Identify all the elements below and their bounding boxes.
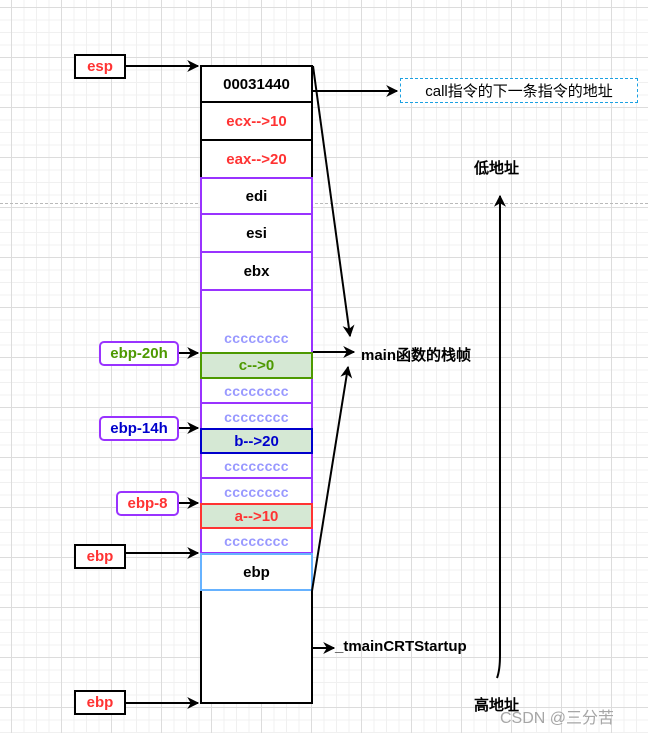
cell-text: 00031440 — [223, 75, 290, 93]
cell-text: ebx — [243, 262, 270, 280]
pointer-text: ebp — [86, 548, 114, 565]
frame-top-arrow — [312, 65, 355, 338]
stack-cell-caller-frame — [200, 589, 313, 704]
main-frame-label: main函数的栈帧 — [361, 347, 472, 364]
esp-pointer: esp — [74, 54, 126, 79]
cell-text: esi — [246, 224, 267, 242]
stack-cell-var-b: b-->20 — [200, 428, 313, 454]
pointer-text: ebp-14h — [110, 420, 168, 437]
stack-cell-var-c: c-->0 — [200, 352, 313, 379]
offset-ebp-14h: ebp-14h — [99, 416, 179, 441]
pointer-text: ebp-8 — [127, 495, 168, 512]
stack-cell-ecx: ecx-->10 — [200, 101, 313, 141]
stack-cell-fill-3: cccccccc — [202, 404, 311, 429]
ebp-pointer-caller: ebp — [74, 690, 126, 715]
cell-text: eax-->20 — [226, 150, 287, 168]
divider-line — [0, 203, 648, 204]
stack-cell-return-address: 00031440 — [200, 65, 313, 103]
cell-text: cccccccc — [224, 382, 289, 399]
low-address-label: 低地址 — [474, 160, 520, 177]
caller-frame-label: _tmainCRTStartup — [335, 638, 467, 655]
cell-text: c-->0 — [238, 357, 275, 374]
high-address-label: 高地址 — [474, 697, 520, 714]
cell-text: cccccccc — [224, 483, 289, 500]
frame-bottom-arrow — [311, 365, 353, 592]
pointer-text: ebp-20h — [110, 345, 168, 362]
stack-cell-fill-5: cccccccc — [202, 479, 311, 504]
cell-text: a-->10 — [234, 507, 279, 525]
stack-cell-saved-ebp: ebp — [200, 553, 313, 591]
stack-cell-fill-6: cccccccc — [202, 529, 311, 553]
cell-text: edi — [245, 187, 268, 205]
offset-ebp-20h: ebp-20h — [99, 341, 179, 366]
stack-cell-fill-4: cccccccc — [202, 454, 311, 479]
address-direction-arrow — [494, 194, 506, 679]
stack-cell-edi: edi — [202, 179, 311, 215]
stack-cell-fill-2: cccccccc — [202, 379, 311, 404]
cell-text: cccccccc — [224, 408, 289, 425]
watermark: CSDN @三分苦 — [500, 710, 615, 727]
stack-cell-esi: esi — [202, 215, 311, 253]
cell-text: b-->20 — [234, 432, 279, 450]
stack-cell-fill-1: cccccccc — [202, 291, 311, 352]
pointer-text: esp — [87, 58, 113, 75]
cell-text: ebp — [243, 563, 270, 581]
stack-cell-eax: eax-->20 — [200, 139, 313, 179]
ebp-pointer-current: ebp — [74, 544, 126, 569]
stack-cell-ebx: ebx — [202, 253, 311, 291]
offset-ebp-8: ebp-8 — [116, 491, 179, 516]
cell-text: cccccccc — [224, 330, 289, 346]
cell-text: cccccccc — [224, 457, 289, 474]
cell-text: ecx-->10 — [226, 112, 287, 130]
cell-text: cccccccc — [224, 533, 289, 549]
stack-cell-var-a: a-->10 — [200, 503, 313, 529]
return-address-note: call指令的下一条指令的地址 — [400, 78, 638, 103]
note-text: call指令的下一条指令的地址 — [425, 83, 613, 100]
pointer-text: ebp — [86, 694, 114, 711]
